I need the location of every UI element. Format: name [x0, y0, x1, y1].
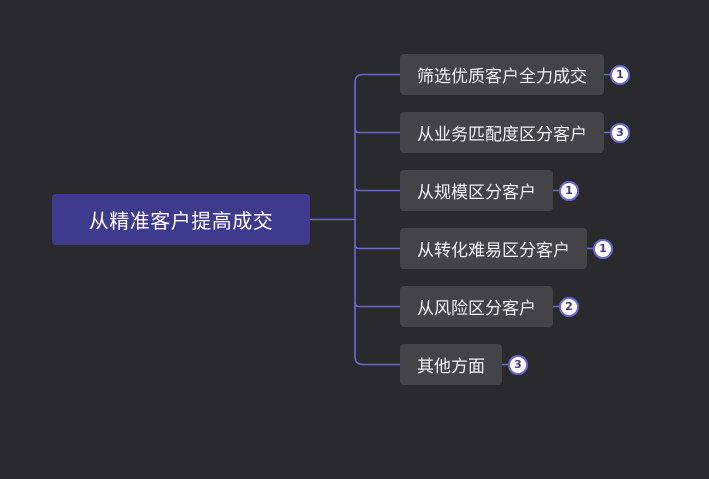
- branch-topic-1[interactable]: 筛选优质客户全力成交: [400, 54, 604, 95]
- subtopic-count-badge-4[interactable]: 1: [593, 238, 613, 259]
- branch-connector-2: [354, 128, 400, 134]
- branch-connector-4: [354, 244, 400, 250]
- branch-connector-6: [354, 356, 400, 366]
- branch-connector-3: [354, 186, 400, 192]
- subtopic-count-badge-1[interactable]: 1: [610, 64, 630, 85]
- subtopic-count-badge-6[interactable]: 3: [508, 354, 528, 375]
- subtopic-count-badge-3[interactable]: 1: [559, 180, 579, 201]
- branch-topic-4[interactable]: 从转化难易区分客户: [400, 228, 587, 269]
- branch-topic-2[interactable]: 从业务匹配度区分客户: [400, 112, 604, 153]
- branch-connector-5: [354, 302, 400, 308]
- branch-topic-5[interactable]: 从风险区分客户: [400, 286, 553, 327]
- branch-topic-6[interactable]: 其他方面: [400, 344, 502, 385]
- root-topic[interactable]: 从精准客户提高成交: [52, 194, 310, 245]
- branch-connector-1: [354, 73, 400, 83]
- subtopic-count-badge-2[interactable]: 3: [610, 122, 630, 143]
- subtopic-count-badge-5[interactable]: 2: [559, 296, 579, 317]
- branch-topic-3[interactable]: 从规模区分客户: [400, 170, 553, 211]
